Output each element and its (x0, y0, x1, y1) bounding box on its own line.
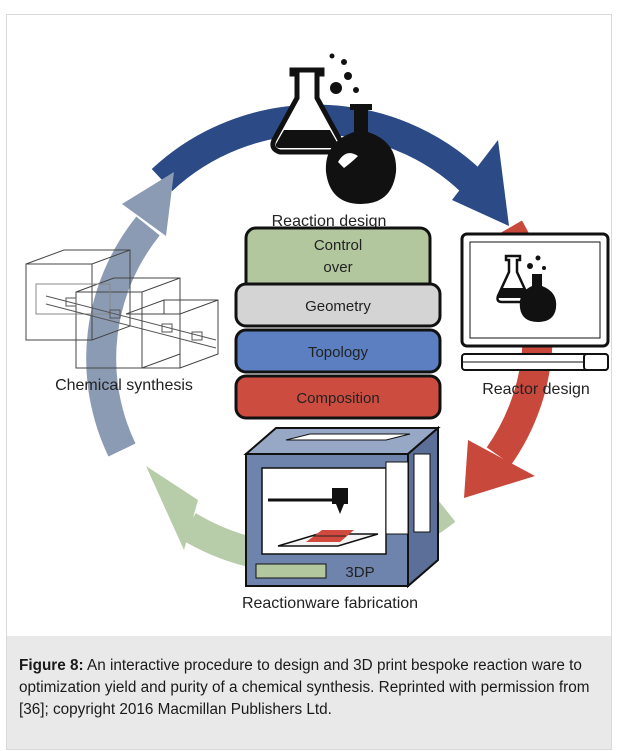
stage-chemical-synthesis: Chemical synthesis (55, 377, 193, 394)
stack-geometry (234, 282, 442, 328)
stack-control-line1: Control (314, 237, 362, 254)
3d-printer-icon (243, 425, 441, 589)
control-stack: Control over Geometry Topology Compositi… (234, 226, 442, 420)
computer-icon (460, 232, 610, 371)
stack-control-line2: over (323, 259, 352, 276)
caption-text: An interactive procedure to design and 3… (19, 657, 590, 718)
caption-label: Figure 8: (19, 657, 84, 674)
arrow-left-gray (86, 216, 160, 457)
lab-flasks-icon (270, 53, 397, 204)
arrowhead-bottom (146, 466, 198, 550)
stack-composition (234, 374, 442, 420)
stack-topology-label: Topology (308, 344, 369, 361)
arrowhead-right (464, 440, 535, 498)
stage-reactionware-fabrication: Reactionware fabrication (242, 595, 418, 612)
stage-reactor-design: Reactor design (482, 381, 590, 398)
stack-composition-label: Composition (296, 390, 379, 407)
arrowhead-top (452, 140, 509, 226)
stage-reaction-design: Reaction design (272, 213, 387, 230)
cycle-diagram: Reaction design Reactor design Chemical … (25, 53, 610, 612)
stack-geometry-label: Geometry (305, 298, 371, 315)
figure-caption: Figure 8: An interactive procedure to de… (7, 636, 611, 749)
stack-topology (234, 328, 442, 374)
printer-label: 3DP (345, 564, 374, 581)
arrowhead-left (122, 172, 174, 236)
reactor-wireframe-icon (25, 249, 219, 369)
